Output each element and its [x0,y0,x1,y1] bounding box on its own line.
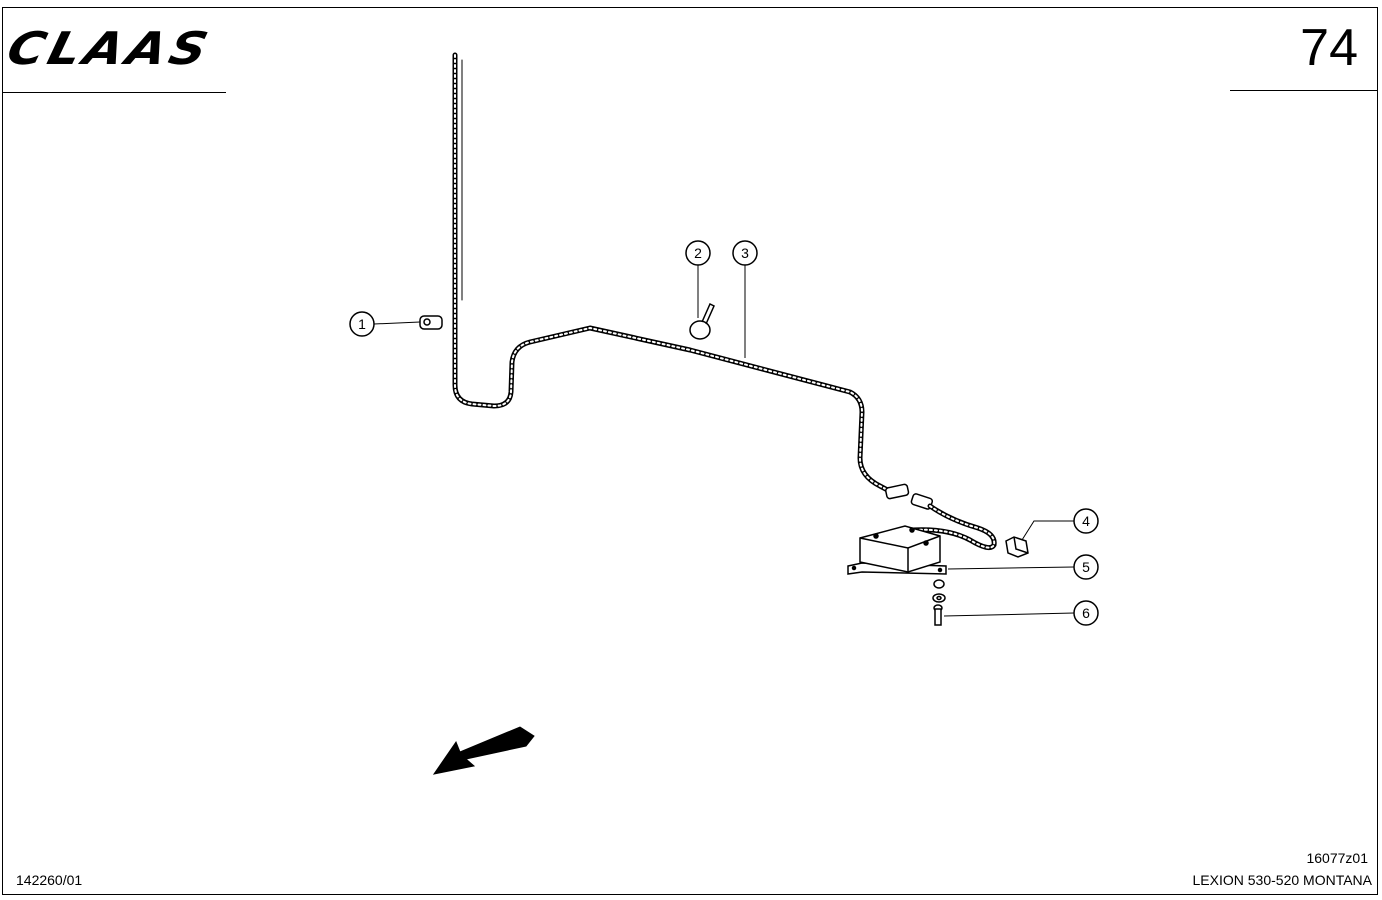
fastener-set [932,579,946,626]
clip-part [1005,536,1029,558]
header-rule-left [2,92,226,93]
svg-text:2: 2 [694,245,702,261]
clamp-part [419,315,443,330]
drawing-code: 16077z01 [1306,850,1368,866]
model-name: LEXION 530-520 MONTANA [1192,872,1372,888]
plug-connector [885,483,934,510]
leader-lines [373,264,1075,617]
callout-1: 1 [349,311,375,337]
callout-3: 3 [732,240,758,266]
header-rule-right [1230,90,1378,91]
page-number: 74 [1300,19,1358,77]
cable-harness [452,52,898,497]
callout-2: 2 [685,240,711,266]
cable-tie-part [689,302,715,340]
svg-text:6: 6 [1082,605,1090,621]
direction-arrow-icon [432,726,535,775]
svg-text:5: 5 [1082,559,1090,575]
box-cable [909,503,997,551]
document-number: 142260/01 [16,872,83,888]
svg-text:4: 4 [1082,513,1090,529]
callout-4: 4 [1073,508,1099,534]
control-box [847,525,947,575]
callout-6: 6 [1073,600,1099,626]
svg-text:3: 3 [741,245,749,261]
page-frame [2,7,1378,895]
svg-text:1: 1 [358,316,366,332]
callout-5: 5 [1073,554,1099,580]
